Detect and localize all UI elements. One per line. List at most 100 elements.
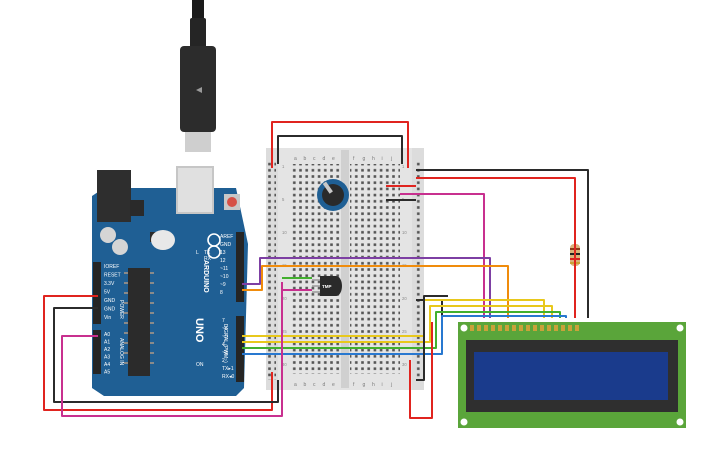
row-number: 1 xyxy=(282,164,285,169)
lcd-screen xyxy=(474,352,668,400)
column-letter: e xyxy=(332,156,335,162)
power-pin-label: IOREF xyxy=(104,264,119,270)
digital-pin-label: ~3 xyxy=(222,350,228,356)
wire-arduino-gnd-black xyxy=(53,307,279,403)
column-letter: e xyxy=(332,382,335,388)
digital-header-bottom[interactable] xyxy=(236,316,244,382)
capacitor xyxy=(112,239,128,255)
column-letter: b xyxy=(304,382,307,388)
power-pin-label: GND xyxy=(104,307,116,313)
digital-pin-label: ~6 xyxy=(222,326,228,332)
wire-pot-contrast-magenta xyxy=(400,193,485,318)
wire-ground-bridge-black xyxy=(277,135,403,164)
wire-power-bridge-red xyxy=(271,121,409,168)
digital-pin-label: ~5 xyxy=(222,334,228,340)
row-number: 30 xyxy=(402,362,407,367)
column-letter: d xyxy=(323,382,326,388)
analog-pin-label: A5 xyxy=(104,370,110,376)
center-channel xyxy=(341,150,349,388)
lcd-header-pin[interactable] xyxy=(484,325,488,331)
digital-pin-label: 4 xyxy=(222,342,225,348)
wire-lcd-backlight-red xyxy=(416,177,576,318)
wire-arduino-5v-red xyxy=(43,295,273,411)
lcd-display-16x2[interactable] xyxy=(458,322,686,428)
lcd-header-pin[interactable] xyxy=(561,325,565,331)
column-letter: a xyxy=(294,382,297,388)
sensor-label: TMP xyxy=(322,284,332,289)
column-letter: j xyxy=(390,156,392,162)
power-pin-label: 3.3V xyxy=(104,281,115,287)
arduino-uno-board[interactable]: ARDUINO UNO POWER ANALOG IN DIGITAL (PWM… xyxy=(92,166,248,396)
digital-pin-label: RX◂0 xyxy=(222,374,234,380)
potentiometer[interactable] xyxy=(317,179,349,211)
power-pin-label: GND xyxy=(104,298,116,304)
arduino-logo-text: ARDUINO xyxy=(202,260,209,293)
row-number: 1 xyxy=(402,164,405,169)
uno-label: UNO xyxy=(193,318,205,343)
wire-d7-blue xyxy=(242,315,567,355)
digital-pin-label: 12 xyxy=(220,258,226,264)
row-number: 10 xyxy=(402,230,407,235)
column-letter: j xyxy=(390,382,392,388)
row-number: 25 xyxy=(402,329,407,334)
digital-pin-label: GND xyxy=(220,242,232,248)
analog-pin-label: A0 xyxy=(104,332,110,338)
lcd-header-pin[interactable] xyxy=(575,325,579,331)
digital-pin-label: ~10 xyxy=(220,274,229,280)
column-letter: h xyxy=(372,156,375,162)
power-pin-label: RESET xyxy=(104,273,121,279)
row-number: 20 xyxy=(402,296,407,301)
wire-rs-purple xyxy=(242,257,491,318)
power-header-label: POWER xyxy=(118,300,124,319)
lcd-header-pin[interactable] xyxy=(540,325,544,331)
rx-led-label: RX xyxy=(204,256,212,262)
lcd-header-pin[interactable] xyxy=(491,325,495,331)
digital-pin-label: TX▸1 xyxy=(222,366,234,372)
column-letter: a xyxy=(294,156,297,162)
power-pin-label: Vin xyxy=(104,315,111,321)
wire-lcd-ground-black xyxy=(416,169,589,318)
column-letter: f xyxy=(353,156,355,162)
column-letter: g xyxy=(363,382,366,388)
wire-enable-orange xyxy=(242,265,509,318)
lcd-header-pin[interactable] xyxy=(547,325,551,331)
column-letter: c xyxy=(313,156,316,162)
lcd-header-pin[interactable] xyxy=(512,325,516,331)
lcd-header-pin[interactable] xyxy=(526,325,530,331)
lcd-header-pin[interactable] xyxy=(498,325,502,331)
digital-pin-label: 8 xyxy=(220,290,223,296)
column-letter: i xyxy=(382,382,383,388)
wire-d6-green xyxy=(242,311,561,349)
power-header[interactable] xyxy=(93,262,101,324)
l-led-label: L xyxy=(196,250,199,256)
digital-header-top[interactable] xyxy=(236,232,244,302)
temperature-sensor[interactable]: TMP xyxy=(312,276,342,296)
lcd-header-pin[interactable] xyxy=(554,325,558,331)
usb-cable xyxy=(180,0,216,152)
tx-led-label: TX xyxy=(204,250,211,256)
analog-pin-label: A1 xyxy=(104,340,110,346)
lcd-header-pin[interactable] xyxy=(568,325,572,331)
analog-header[interactable] xyxy=(93,330,101,374)
wires xyxy=(43,121,589,419)
row-number: 5 xyxy=(282,197,285,202)
row-number: 10 xyxy=(282,230,287,235)
analog-pin-label: A3 xyxy=(104,355,110,361)
column-letter: f xyxy=(353,382,355,388)
lcd-header-pin[interactable] xyxy=(519,325,523,331)
analog-pin-label: A4 xyxy=(104,362,110,368)
row-number: 25 xyxy=(282,329,287,334)
row-number: 20 xyxy=(282,296,287,301)
analog-header-label: ANALOG IN xyxy=(118,338,124,366)
lcd-header-pin[interactable] xyxy=(477,325,481,331)
digital-pin-label: ~9 xyxy=(220,282,226,288)
column-letter: c xyxy=(313,382,316,388)
lcd-header-pin[interactable] xyxy=(505,325,509,331)
lcd-header-pin[interactable] xyxy=(470,325,474,331)
wire-arduino-a0-magenta xyxy=(61,282,283,417)
analog-pin-label: A2 xyxy=(104,347,110,353)
power-pin-label: 5V xyxy=(104,290,111,296)
lcd-header-pin[interactable] xyxy=(533,325,537,331)
column-letter: h xyxy=(372,382,375,388)
